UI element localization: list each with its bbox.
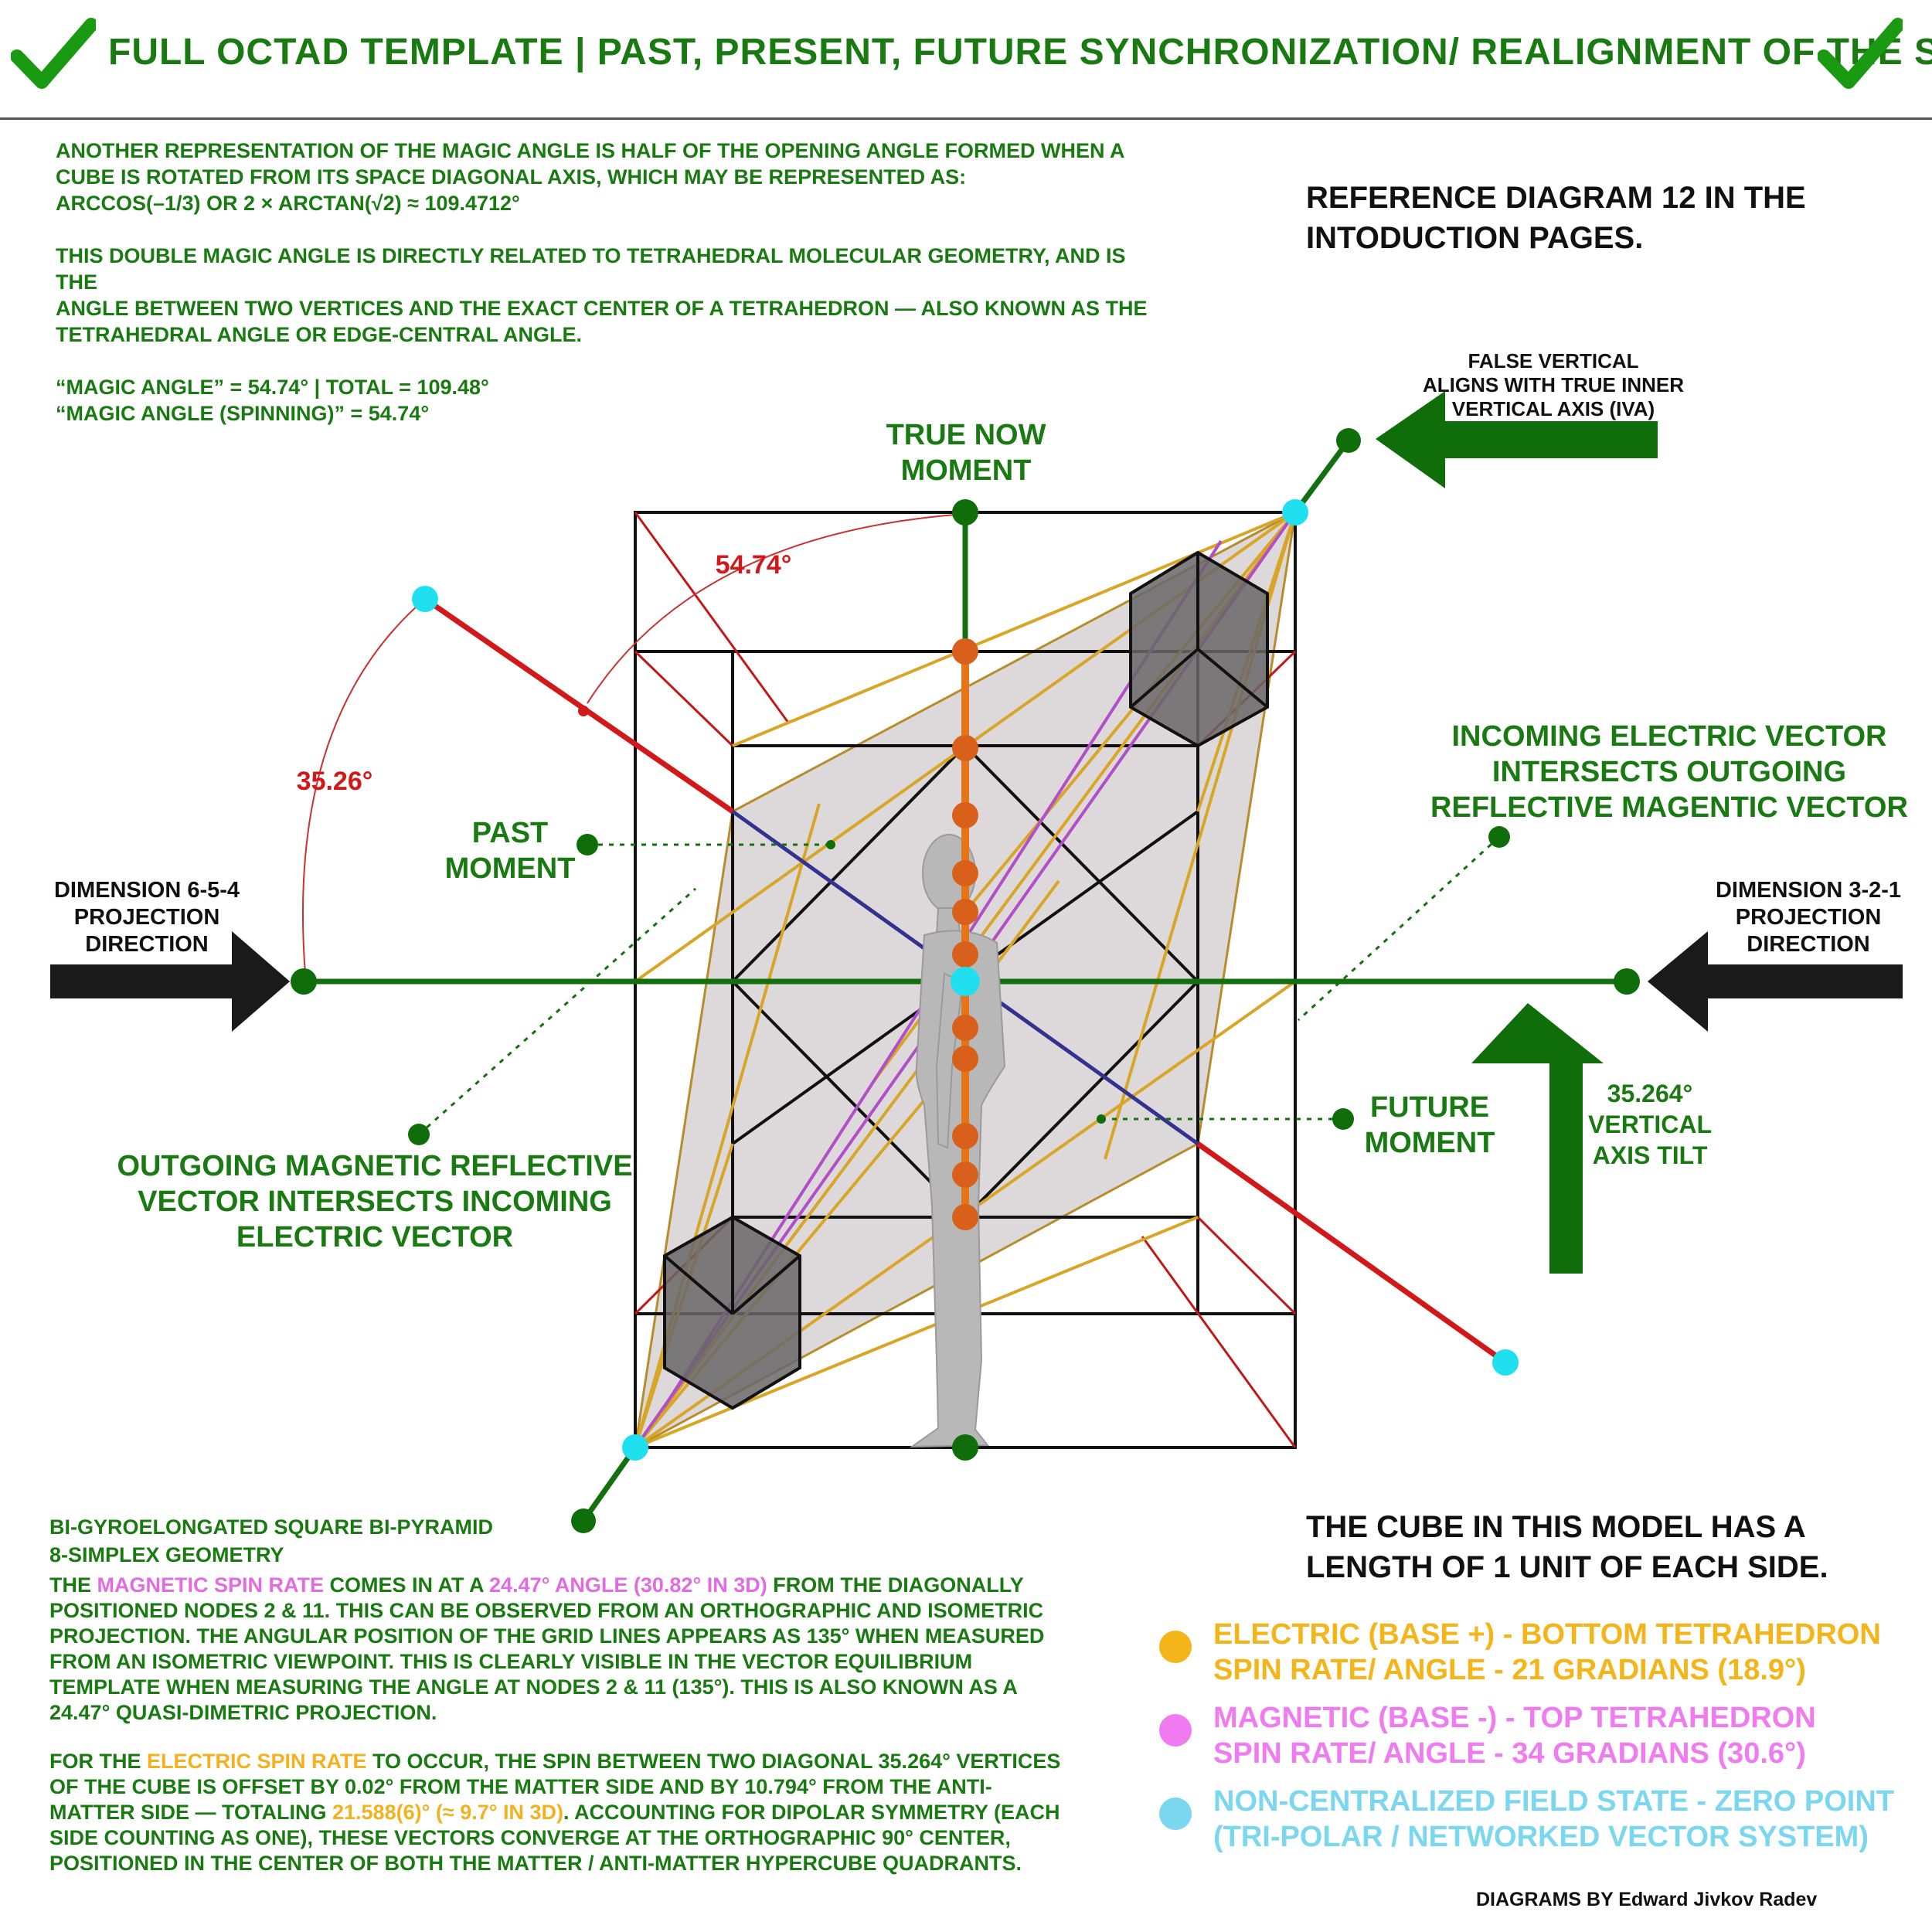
legend-item-zero-point: NON-CENTRALIZED FIELD STATE - ZERO POINT… [1159,1784,1917,1855]
intro-paragraph-3: “MAGIC ANGLE” = 54.74° | TOTAL = 109.48°… [56,376,489,425]
angle-label-left: 35.26° [296,767,373,796]
intro-text: ANOTHER REPRESENTATION OF THE MAGIC ANGL… [56,138,1168,453]
checkmark-icon [1818,18,1903,89]
cyan-nodes [412,499,1519,1461]
dotted-connectors [418,835,1501,1136]
angle-arc-top [587,513,966,704]
title-divider [0,117,1932,120]
page-title: FULL OCTAD TEMPLATE | PAST, PRESENT, FUT… [108,32,1932,73]
arrow-left-icon [1376,391,1658,488]
red-node [578,706,589,716]
arrow-up-icon [1471,1003,1604,1274]
green-nodes [291,428,1640,1533]
orange-spine-nodes [952,638,978,1230]
arrow-right-icon [50,931,290,1032]
intro-paragraph-2: THIS DOUBLE MAGIC ANGLE IS DIRECTLY RELA… [56,244,1148,346]
credit-line: DIAGRAMS BY Edward Jivkov Radev [1476,1889,1818,1910]
legend-dot-electric [1159,1631,1192,1663]
intro-paragraph-1: ANOTHER REPRESENTATION OF THE MAGIC ANGL… [56,139,1125,215]
magnetic-spin-paragraph: THE MAGNETIC SPIN RATE COMES IN AT A 24.… [49,1573,1045,1724]
bottom-description: THE MAGNETIC SPIN RATE COMES IN AT A 24.… [49,1573,1077,1900]
red-vector-upper [423,597,734,814]
checkmark-icon [11,18,96,89]
human-figure-icon [909,834,1006,1448]
angle-label-top: 54.74° [715,550,792,580]
arrow-left-icon [1648,931,1903,1032]
electric-spin-paragraph: FOR THE ELECTRIC SPIN RATE TO OCCUR, THE… [49,1750,1061,1875]
hexagon-cube-icon [663,1215,801,1410]
red-vector-lower [1196,1141,1508,1365]
legend-dot-zero-point [1159,1798,1192,1830]
legend-dot-magnetic [1159,1714,1192,1747]
hexagon-cube-icon [1129,550,1269,748]
angle-arc-left [301,598,426,975]
